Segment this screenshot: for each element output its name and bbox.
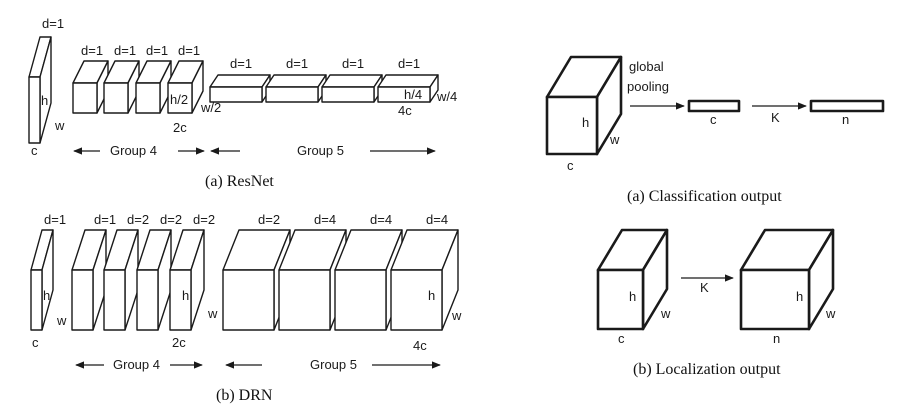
localization-input-cube bbox=[596, 228, 669, 331]
resnet-d-label: d=1 bbox=[230, 56, 252, 71]
resnet-group4-block-3 bbox=[135, 60, 172, 114]
resnet-group5-block-4 bbox=[377, 74, 439, 103]
output-vector-n bbox=[809, 99, 885, 113]
resnet-2c-label: 2c bbox=[173, 120, 187, 135]
drn-group5-label: Group 5 bbox=[310, 357, 357, 372]
localization-output-h-label: h bbox=[796, 289, 803, 304]
drn-w-label: w bbox=[56, 313, 67, 328]
drn-c-label: c bbox=[32, 335, 39, 350]
drn-caption: (b) DRN bbox=[216, 387, 273, 404]
drn-d-label: d=4 bbox=[426, 212, 448, 227]
drn-d-label: d=4 bbox=[314, 212, 336, 227]
resnet-h-label: h bbox=[41, 93, 48, 108]
resnet-d-label: d=1 bbox=[342, 56, 364, 71]
resnet-w-label: w bbox=[54, 118, 65, 133]
drn-group4-label: Group 4 bbox=[113, 357, 160, 372]
localization-input-h-label: h bbox=[629, 289, 636, 304]
drn-4c-label: 4c bbox=[413, 338, 427, 353]
drn-d-label: d=4 bbox=[370, 212, 392, 227]
drn-2c-label: 2c bbox=[172, 335, 186, 350]
resnet-group5-block-2 bbox=[265, 74, 327, 103]
resnet-d-label: d=1 bbox=[398, 56, 420, 71]
global-pooling-label-line2: pooling bbox=[627, 79, 669, 94]
drn-input-block bbox=[30, 229, 54, 331]
resnet-d-label: d=1 bbox=[114, 43, 136, 58]
resnet-group4-block-4 bbox=[167, 60, 204, 114]
drn-h-label: h bbox=[43, 288, 50, 303]
localization-input-w-label: w bbox=[660, 306, 671, 321]
drn-d-label: d=2 bbox=[127, 212, 149, 227]
drn-group5-block-4 bbox=[390, 229, 459, 331]
classification-w-label: w bbox=[609, 132, 620, 147]
drn-d-label: d=2 bbox=[258, 212, 280, 227]
classification-k-label: K bbox=[771, 110, 780, 125]
resnet-h2-label: h/2 bbox=[170, 92, 188, 107]
localization-output-w-label: w bbox=[825, 306, 836, 321]
pooled-c-label: c bbox=[710, 112, 717, 127]
resnet-group5-block-1 bbox=[209, 74, 271, 103]
global-pooling-label-line1: global bbox=[629, 59, 664, 74]
resnet-d-label: d=1 bbox=[286, 56, 308, 71]
drn-group4-w-label: w bbox=[207, 306, 218, 321]
resnet-caption: (a) ResNet bbox=[205, 173, 274, 190]
drn-d-label: d=2 bbox=[160, 212, 182, 227]
output-n-label: n bbox=[842, 112, 849, 127]
resnet-group5-block-3 bbox=[321, 74, 383, 103]
pooled-vector-c bbox=[687, 99, 741, 113]
resnet-d-label: d=1 bbox=[81, 43, 103, 58]
resnet-w2-label: w/2 bbox=[200, 100, 221, 115]
resnet-h4-label: h/4 bbox=[404, 87, 422, 102]
resnet-w4-label: w/4 bbox=[436, 89, 457, 104]
drn-group4-h-label: h bbox=[182, 288, 189, 303]
resnet-c-label: c bbox=[31, 143, 38, 158]
resnet-group4-block-2 bbox=[103, 60, 140, 114]
classification-c-label: c bbox=[567, 158, 574, 173]
drn-group4-block-2 bbox=[103, 229, 139, 331]
resnet-4c-label: 4c bbox=[398, 103, 412, 118]
resnet-d-label: d=1 bbox=[42, 16, 64, 31]
drn-group4-block-3 bbox=[136, 229, 172, 331]
resnet-group4-block-1 bbox=[72, 60, 109, 114]
localization-caption: (b) Localization output bbox=[633, 361, 781, 378]
classification-caption: (a) Classification output bbox=[627, 188, 782, 205]
resnet-input-block bbox=[28, 36, 52, 144]
localization-c-label: c bbox=[618, 331, 625, 346]
drn-group5-block-1 bbox=[222, 229, 291, 331]
resnet-d-label: d=1 bbox=[178, 43, 200, 58]
classification-h-label: h bbox=[582, 115, 589, 130]
localization-output-cube bbox=[739, 228, 835, 331]
drn-d-label: d=1 bbox=[44, 212, 66, 227]
resnet-group4-label: Group 4 bbox=[110, 143, 157, 158]
drn-group4-block-1 bbox=[71, 229, 107, 331]
drn-group5-h-label: h bbox=[428, 288, 435, 303]
resnet-diagram: d=1 d=1 d=1 d=1 d=1 d=1 d=1 d=1 d=1 h w … bbox=[28, 16, 457, 190]
drn-group5-w-label: w bbox=[451, 308, 462, 323]
drn-d-label: d=1 bbox=[94, 212, 116, 227]
localization-diagram: h w c K h w n (b) Localization output bbox=[596, 228, 836, 378]
drn-group4-block-4 bbox=[169, 229, 205, 331]
localization-n-label: n bbox=[773, 331, 780, 346]
drn-diagram: d=1 d=1 d=2 d=2 d=2 d=2 d=4 d=4 d=4 h w … bbox=[30, 212, 462, 404]
classification-input-cube bbox=[545, 55, 623, 156]
classification-diagram: h w c global pooling c K n (a) Classific… bbox=[545, 55, 885, 205]
localization-k-label: K bbox=[700, 280, 709, 295]
drn-d-label: d=2 bbox=[193, 212, 215, 227]
resnet-d-label: d=1 bbox=[146, 43, 168, 58]
resnet-group5-label: Group 5 bbox=[297, 143, 344, 158]
